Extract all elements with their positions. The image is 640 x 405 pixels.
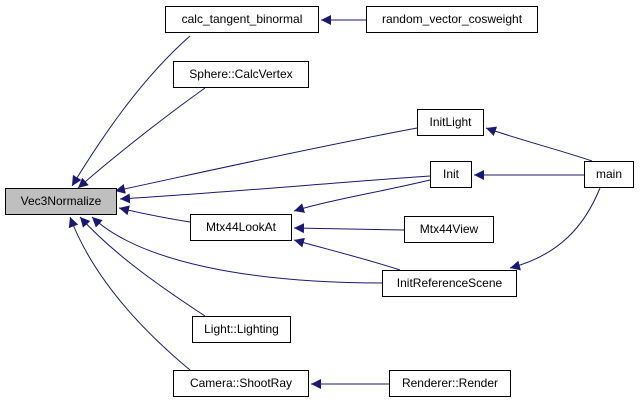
node-light-lighting[interactable]: Light::Lighting (192, 316, 291, 343)
edge-shootray-to-vec3 (68, 216, 191, 371)
edge-initref-to-vec3 (91, 216, 383, 284)
edge-main-to-initlight (485, 126, 593, 162)
node-mtx44view[interactable]: Mtx44View (404, 216, 494, 243)
edge-mtx44lookat-to-vec3 (118, 205, 191, 223)
edge-mtx44view-to-mtx44lookat (293, 223, 405, 234)
node-vec3normalize: Vec3Normalize (5, 188, 117, 215)
node-mtx44lookat[interactable]: Mtx44LookAt (190, 214, 292, 241)
node-initlight[interactable]: InitLight (417, 109, 484, 136)
node-main[interactable]: main (584, 161, 634, 188)
node-sphere-calcvertex[interactable]: Sphere::CalcVertex (173, 61, 309, 88)
node-random-vector-cosweight[interactable]: random_vector_cosweight (366, 6, 538, 33)
node-calc-tangent-binormal[interactable]: calc_tangent_binormal (165, 6, 319, 33)
node-initreferencescene[interactable]: InitReferenceScene (382, 270, 517, 297)
edge-init-to-vec3 (119, 175, 431, 204)
node-camera-shootray[interactable]: Camera::ShootRay (173, 370, 309, 397)
edge-initref-to-mtx44lookat (293, 237, 401, 271)
edge-main-to-initref (509, 187, 601, 271)
edge-initlight-to-vec3 (114, 127, 418, 194)
edge-lighting-to-vec3 (79, 216, 206, 317)
edge-init-to-mtx44lookat (293, 179, 431, 213)
edge-sphere-to-vec3 (77, 87, 206, 189)
edge-calc-to-vec3 (71, 35, 191, 187)
node-renderer-render[interactable]: Renderer::Render (389, 370, 511, 397)
node-init[interactable]: Init (430, 161, 472, 188)
